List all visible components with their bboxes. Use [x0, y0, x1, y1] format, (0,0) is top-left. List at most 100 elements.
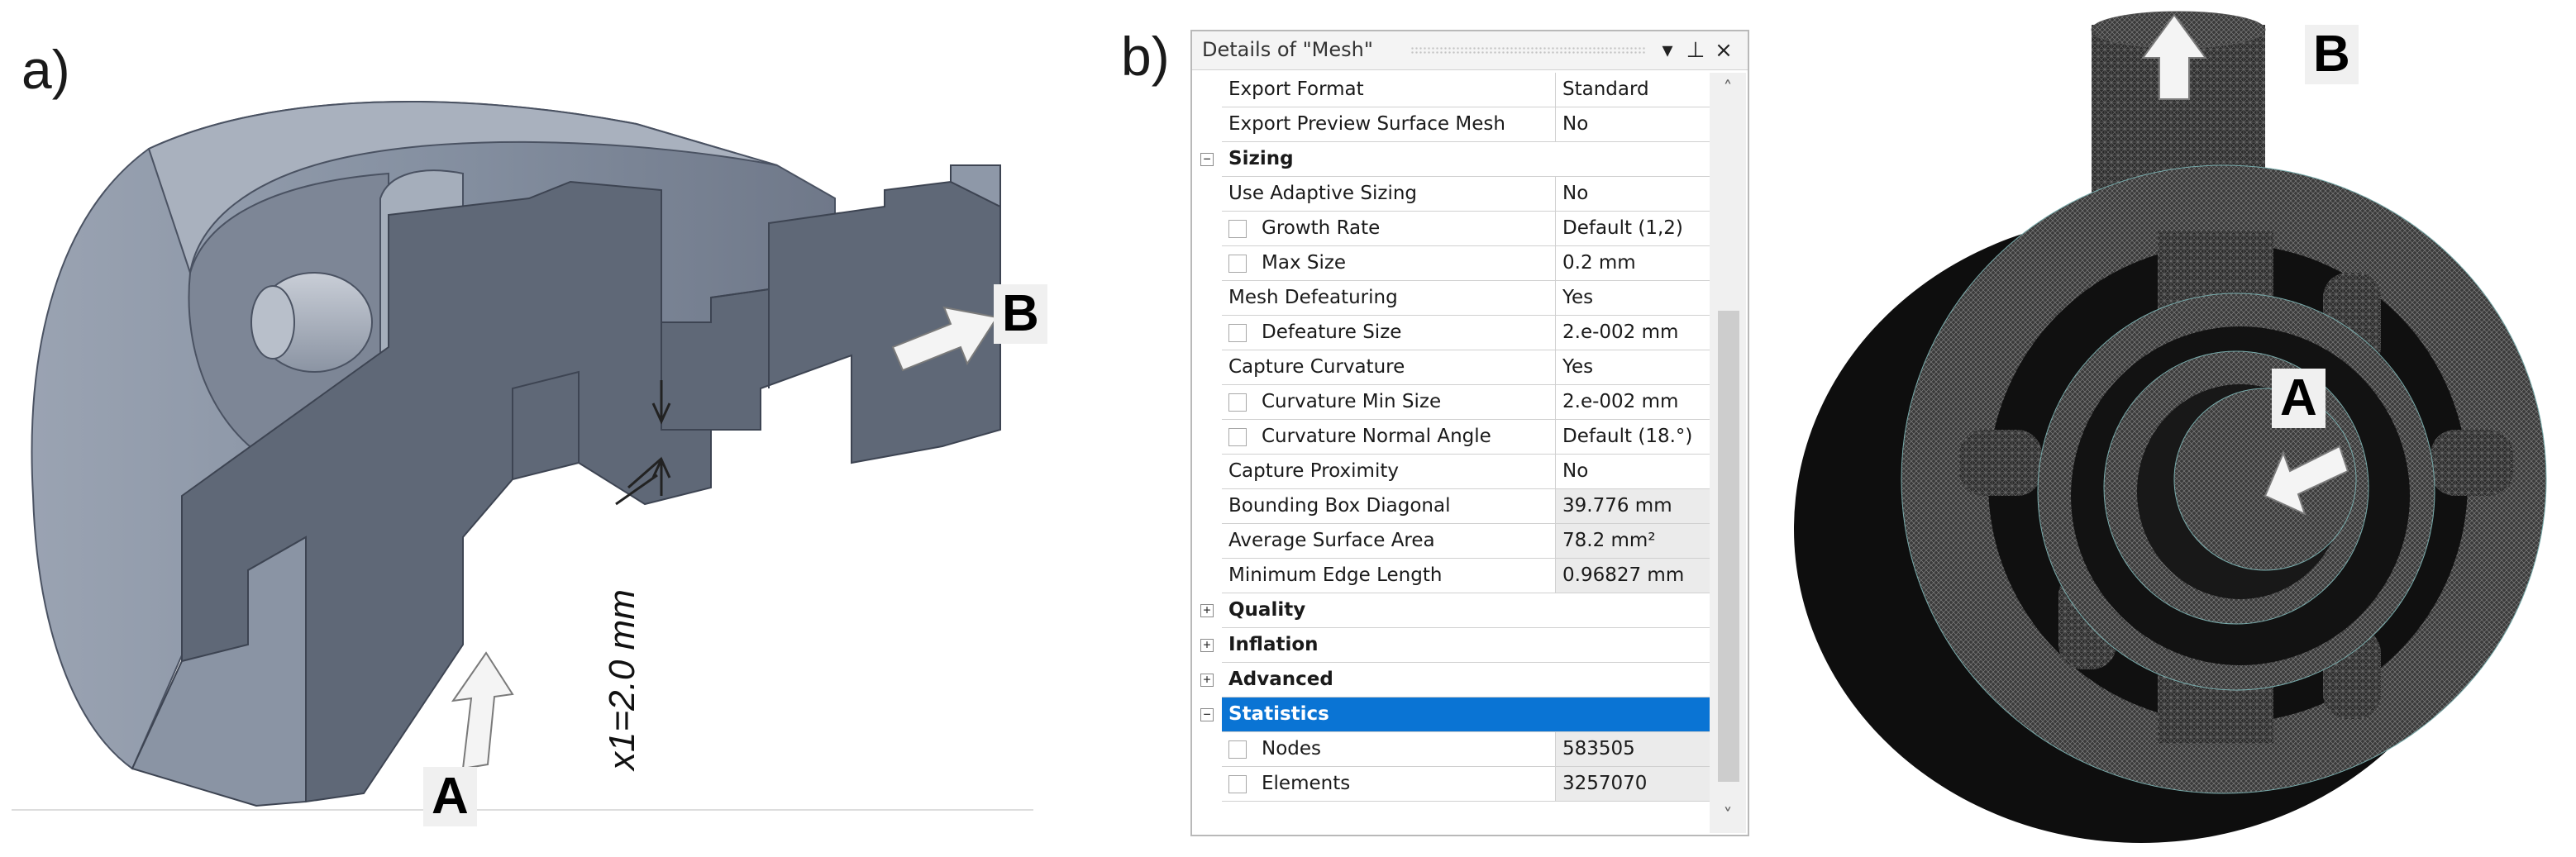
collapse-icon[interactable]: −	[1200, 708, 1214, 721]
parameter-checkbox[interactable]	[1228, 324, 1247, 342]
mesh-callout-outlet-b: B	[2305, 25, 2359, 84]
mesh-flow-arrow-a	[2264, 445, 2349, 516]
section-cut-face	[181, 180, 1001, 803]
parameter-checkbox[interactable]	[1228, 220, 1247, 238]
close-icon[interactable]: ×	[1715, 38, 1733, 63]
callout-outlet-b: B	[994, 284, 1047, 344]
property-row[interactable]: −Sizing	[1192, 142, 1710, 177]
pin-icon[interactable]: ⊥	[1686, 38, 1705, 63]
property-value[interactable]: Default (1,2)	[1556, 212, 1710, 246]
expand-icon[interactable]: +	[1200, 639, 1214, 652]
property-value[interactable]: 2.e-002 mm	[1556, 385, 1710, 420]
property-value: 39.776 mm	[1556, 489, 1710, 524]
scroll-thumb[interactable]	[1718, 311, 1739, 782]
parameter-checkbox[interactable]	[1228, 393, 1247, 412]
parameter-checkbox[interactable]	[1228, 740, 1247, 759]
property-value[interactable]: No	[1556, 455, 1710, 489]
section-side-face	[950, 164, 1001, 208]
property-value[interactable]: Yes	[1556, 350, 1710, 385]
group-header[interactable]: Advanced	[1222, 663, 1710, 698]
property-row[interactable]: + Quality	[1192, 593, 1710, 628]
details-scrollbar[interactable]: ˄ ˅	[1710, 73, 1746, 833]
property-name: Minimum Edge Length	[1222, 559, 1556, 593]
property-name: Capture Proximity	[1222, 455, 1556, 489]
property-name: Capture Curvature	[1222, 350, 1556, 385]
expand-icon[interactable]: +	[1200, 604, 1214, 617]
parameter-checkbox[interactable]	[1228, 775, 1247, 793]
group-header[interactable]: Sizing	[1222, 142, 1710, 177]
mesh-model-view	[1794, 11, 2547, 843]
property-name: Curvature Normal Angle	[1222, 420, 1556, 455]
property-value: 78.2 mm²	[1556, 524, 1710, 559]
property-name: Mesh Defeaturing	[1222, 281, 1556, 316]
property-name: Defeature Size	[1222, 316, 1556, 350]
details-title: Details of "Mesh"	[1202, 38, 1373, 61]
property-value[interactable]: Yes	[1556, 281, 1710, 316]
property-value: 583505	[1556, 732, 1710, 767]
property-name: Elements	[1222, 767, 1556, 802]
property-value[interactable]: No	[1556, 177, 1710, 212]
property-name: Growth Rate	[1222, 212, 1556, 246]
cut-section-model-view	[12, 100, 1033, 811]
property-name: Curvature Min Size	[1222, 385, 1556, 420]
dimension-marker	[627, 380, 671, 496]
group-header[interactable]: Inflation	[1222, 628, 1710, 663]
mesh-callout-inlet-a: A	[2272, 369, 2326, 428]
dropdown-icon[interactable]: ▾	[1662, 38, 1673, 63]
property-name: Max Size	[1222, 246, 1556, 281]
drag-grip[interactable]	[1410, 46, 1645, 55]
property-name: Export Format	[1222, 73, 1556, 107]
property-value: 0.96827 mm	[1556, 559, 1710, 593]
mesh-inlet	[2173, 388, 2357, 571]
mesh-flow-arrow-b	[2141, 13, 2207, 100]
property-name: Use Adaptive Sizing	[1222, 177, 1556, 212]
callout-inlet-a: A	[423, 767, 477, 826]
property-row[interactable]: + Inflation	[1192, 628, 1710, 663]
panel-a-label: a)	[21, 39, 70, 100]
property-name: Average Surface Area	[1222, 524, 1556, 559]
group-header[interactable]: Statistics	[1222, 698, 1710, 732]
property-value[interactable]: 0.2 mm	[1556, 246, 1710, 281]
property-name: Nodes	[1222, 732, 1556, 767]
property-value: 3257070	[1556, 767, 1710, 802]
flow-arrow-a	[451, 651, 514, 770]
parameter-checkbox[interactable]	[1228, 428, 1247, 446]
scroll-down-icon[interactable]: ˅	[1723, 806, 1733, 826]
property-name: Export Preview Surface Mesh	[1222, 107, 1556, 142]
property-value[interactable]: Standard	[1556, 73, 1710, 107]
property-row[interactable]: −Statistics	[1192, 698, 1710, 732]
scroll-up-icon[interactable]: ˄	[1723, 79, 1733, 99]
property-value[interactable]: No	[1556, 107, 1710, 142]
details-title-bar: Details of "Mesh" ▾ ⊥ ×	[1192, 31, 1748, 70]
ring-top-face	[147, 100, 778, 274]
property-row[interactable]: + Advanced	[1192, 663, 1710, 698]
expand-icon[interactable]: +	[1200, 674, 1214, 687]
property-value[interactable]: Default (18.°)	[1556, 420, 1710, 455]
flow-arrow-b	[891, 306, 999, 372]
property-name: Bounding Box Diagonal	[1222, 489, 1556, 524]
parameter-checkbox[interactable]	[1228, 255, 1247, 273]
panel-b-label: b)	[1121, 26, 1170, 87]
group-header[interactable]: Quality	[1222, 593, 1710, 628]
property-value[interactable]: 2.e-002 mm	[1556, 316, 1710, 350]
collapse-icon[interactable]: −	[1200, 153, 1214, 166]
dimension-label: x1=2.0 mm	[602, 589, 642, 770]
